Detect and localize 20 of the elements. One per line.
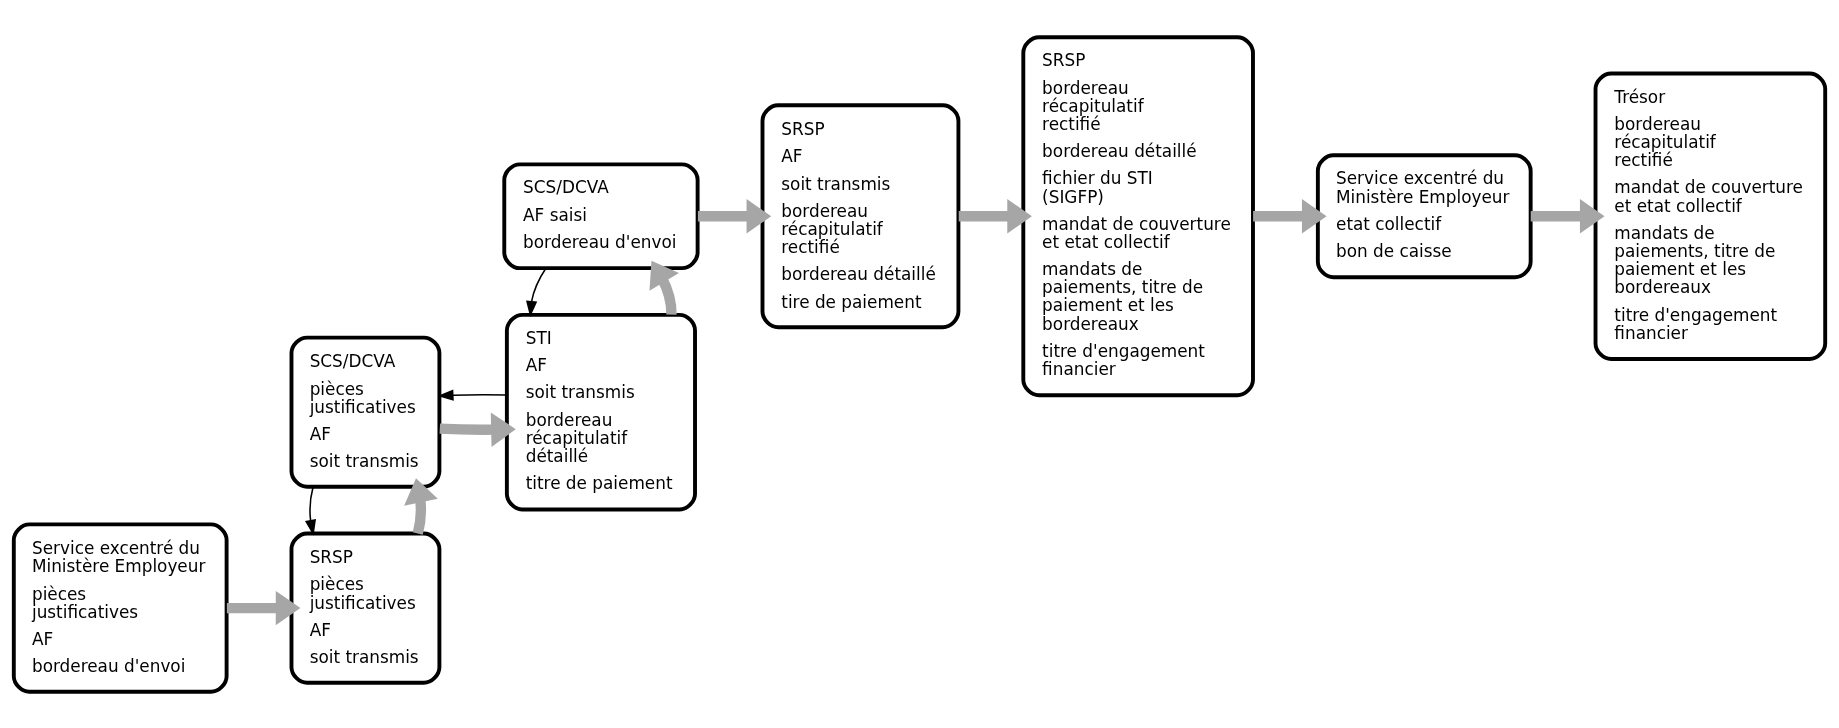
node-box: SRSP bordereau récapitulatif rectifié bordereau détaillé fichier du STI (SIGFP) mandat de couverture et etat collectif mandats de paiements, titre de paiement et les bordereaux titre d'engagement financier (1021, 34, 1255, 397)
arrow (226, 590, 301, 625)
arrow (439, 411, 516, 447)
node-box: SRSP pièces justificatives AF soit transmis (289, 531, 442, 685)
arrow (649, 260, 679, 315)
arrow (958, 198, 1032, 233)
node-box: Service excentré du Ministère Employeur pièces justificatives AF bordereau d'envoi (11, 521, 229, 694)
arrow (526, 267, 547, 317)
node-box: SCS/DCVA AF saisi bordereau d'envoi (502, 161, 700, 270)
arrow (1530, 198, 1605, 233)
arrow (1253, 198, 1327, 233)
node-box: SRSP AF soit transmis bordereau récapitulatif rectifié bordereau détaillé tire de paiement (760, 102, 961, 329)
node-box: Service excentré du Ministère Employeur etat collectif bon de caisse (1315, 152, 1533, 279)
arrow (437, 389, 508, 401)
node-box: SCS/DCVA pièces justificatives AF soit transmis (289, 335, 442, 489)
arrow (697, 198, 772, 233)
node-box: Trésor bordereau récapitulatif rectifié mandat de couverture et etat collectif mandats de paiements, titre de paiement et les bordereaux titre d'engagement financier (1593, 71, 1828, 361)
node-box: STI AF soit transmis bordereau récapitulatif détaillé titre de paiement (504, 312, 697, 511)
arrow (404, 477, 438, 535)
arrow (304, 485, 317, 536)
